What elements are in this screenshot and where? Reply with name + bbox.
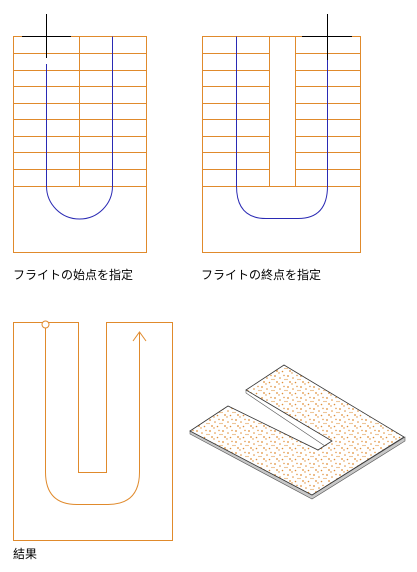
stair-outline (202, 36, 361, 253)
slab-top-face (189, 364, 405, 496)
walkline-path (236, 36, 328, 219)
caption-end-point: フライトの終点を指定 (201, 268, 322, 282)
panel-result (13, 320, 173, 541)
caption-start-point: フライトの始点を指定 (13, 268, 134, 282)
caption-result: 結果 (13, 547, 38, 561)
crosshair-cursor-icon (302, 14, 352, 60)
u-stair-outline (13, 322, 173, 541)
start-point-marker-icon (41, 320, 50, 329)
direction-arrow-icon (132, 331, 147, 342)
panel-end-point (202, 14, 361, 253)
panel-start-point (13, 14, 147, 253)
crosshair-cursor-icon (22, 14, 71, 58)
isometric-slab-view (189, 364, 406, 500)
tread-lines (13, 53, 147, 187)
walkline-path (46, 36, 113, 220)
slab-inner-edge (245, 390, 326, 447)
walkline-path (45, 328, 140, 505)
